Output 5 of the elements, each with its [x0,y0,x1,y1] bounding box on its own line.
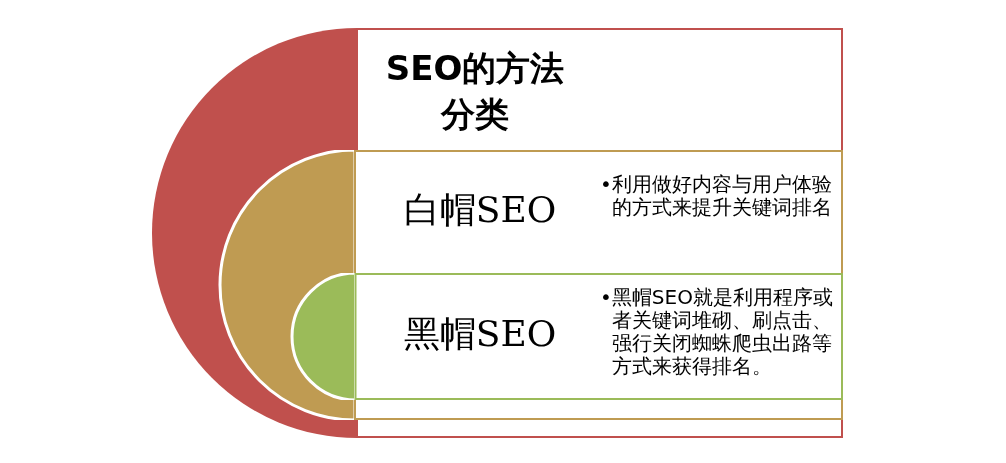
title-text: SEO的方法分类 [384,47,566,136]
bullet-text: •黑帽SEO就是利用程序或者关键词堆砌、刷点击、强行关闭蜘蛛爬虫出路等方式来获得排名。 [600,286,834,378]
heading-text: 黑帽SEO [402,312,558,356]
bullet-text: •利用做好内容与用户体验的方式来提升关键词排名 [600,173,833,219]
heading-text: 白帽SEO [402,188,558,232]
